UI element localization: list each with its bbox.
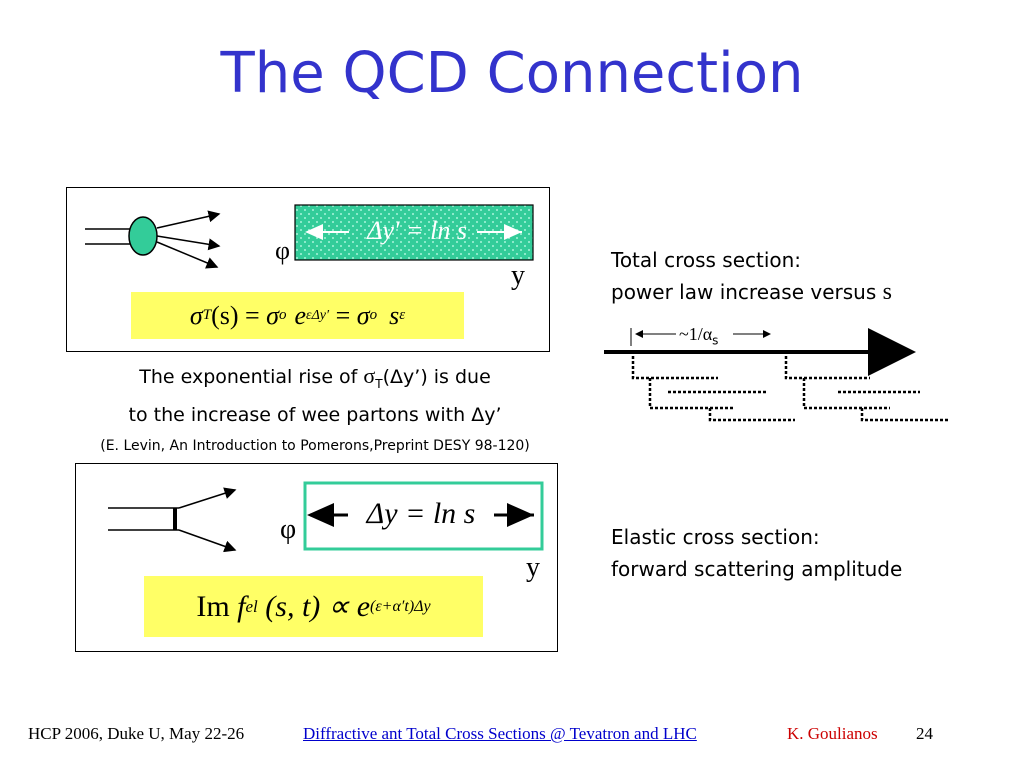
exponential-rise-caption: The exponential rise of σT(Δy’) is due t…	[40, 360, 590, 462]
interaction-blob-icon	[128, 216, 158, 256]
equals-sign: =	[329, 300, 357, 330]
caption-line2: to the increase of wee partons with Δy’	[128, 403, 502, 426]
alpha-s-sub: s	[712, 333, 719, 348]
sigma-o-symbol: σ	[266, 300, 279, 330]
caption-reference: (E. Levin, An Introduction to Pomerons,P…	[100, 437, 530, 454]
total-cross-section-heading: Total cross section:	[611, 248, 802, 272]
sigma-t-sub: T	[202, 307, 212, 323]
caption-sigma: σ	[363, 363, 376, 388]
s-exponent: ε	[399, 307, 406, 323]
rapidity-ladder-diagram	[604, 328, 948, 422]
power-law-text: power law increase versus	[611, 280, 883, 304]
f-sub: el	[245, 596, 258, 616]
sigma-arg: (s) =	[211, 300, 267, 330]
sigma-o2-sub: o	[369, 307, 378, 323]
im-operator: Im	[196, 589, 238, 623]
phi-label-bottom: φ	[280, 514, 297, 545]
footer-link[interactable]: Diffractive ant Total Cross Sections @ T…	[303, 724, 697, 743]
amp-args: (s, t) ∝	[257, 590, 357, 623]
exp-e: e	[294, 300, 307, 330]
power-law-s: s	[882, 279, 892, 305]
footer-page-number: 24	[916, 724, 933, 743]
sigma-t-symbol: σ	[189, 300, 203, 330]
phi-label-top: φ	[275, 236, 291, 265]
amp-exponent: (ε+α′t)Δy	[370, 597, 431, 615]
amp-e: e	[356, 589, 371, 623]
alpha-s-label: ~1/αs	[679, 324, 718, 348]
footer-conference: HCP 2006, Duke U, May 22-26	[28, 724, 245, 743]
gap-equation-bottom: Δy = ln s	[366, 497, 476, 530]
forward-scattering-text: forward scattering amplitude	[611, 557, 903, 581]
elastic-scattering-diagram	[108, 481, 544, 553]
s-variable: s	[389, 300, 400, 330]
sigma-o-sub: o	[279, 307, 287, 323]
exp-power: εΔy′	[306, 307, 330, 323]
elastic-cross-section-heading: Elastic cross section:	[611, 525, 820, 549]
y-label-bottom: y	[526, 552, 540, 583]
y-label-top: y	[511, 260, 525, 291]
caption-line1-pre: The exponential rise of	[139, 366, 364, 388]
sigma-o2-symbol: σ	[356, 300, 370, 330]
total-cross-section-text: Total cross section: power law increase …	[611, 244, 892, 308]
footer-author: K. Goulianos	[787, 724, 878, 743]
total-cross-section-diagram	[85, 204, 534, 269]
gap-equation-top: Δy′ = ln s	[367, 216, 467, 245]
elastic-cross-section-text: Elastic cross section: forward scatterin…	[611, 521, 902, 585]
alpha-s-text: ~1/α	[679, 324, 713, 344]
f-symbol: f	[237, 589, 246, 623]
caption-sigma-sub: T	[375, 376, 383, 391]
caption-line1-post: (Δy’) is due	[382, 366, 491, 388]
slide-title: The QCD Connection	[220, 41, 804, 106]
